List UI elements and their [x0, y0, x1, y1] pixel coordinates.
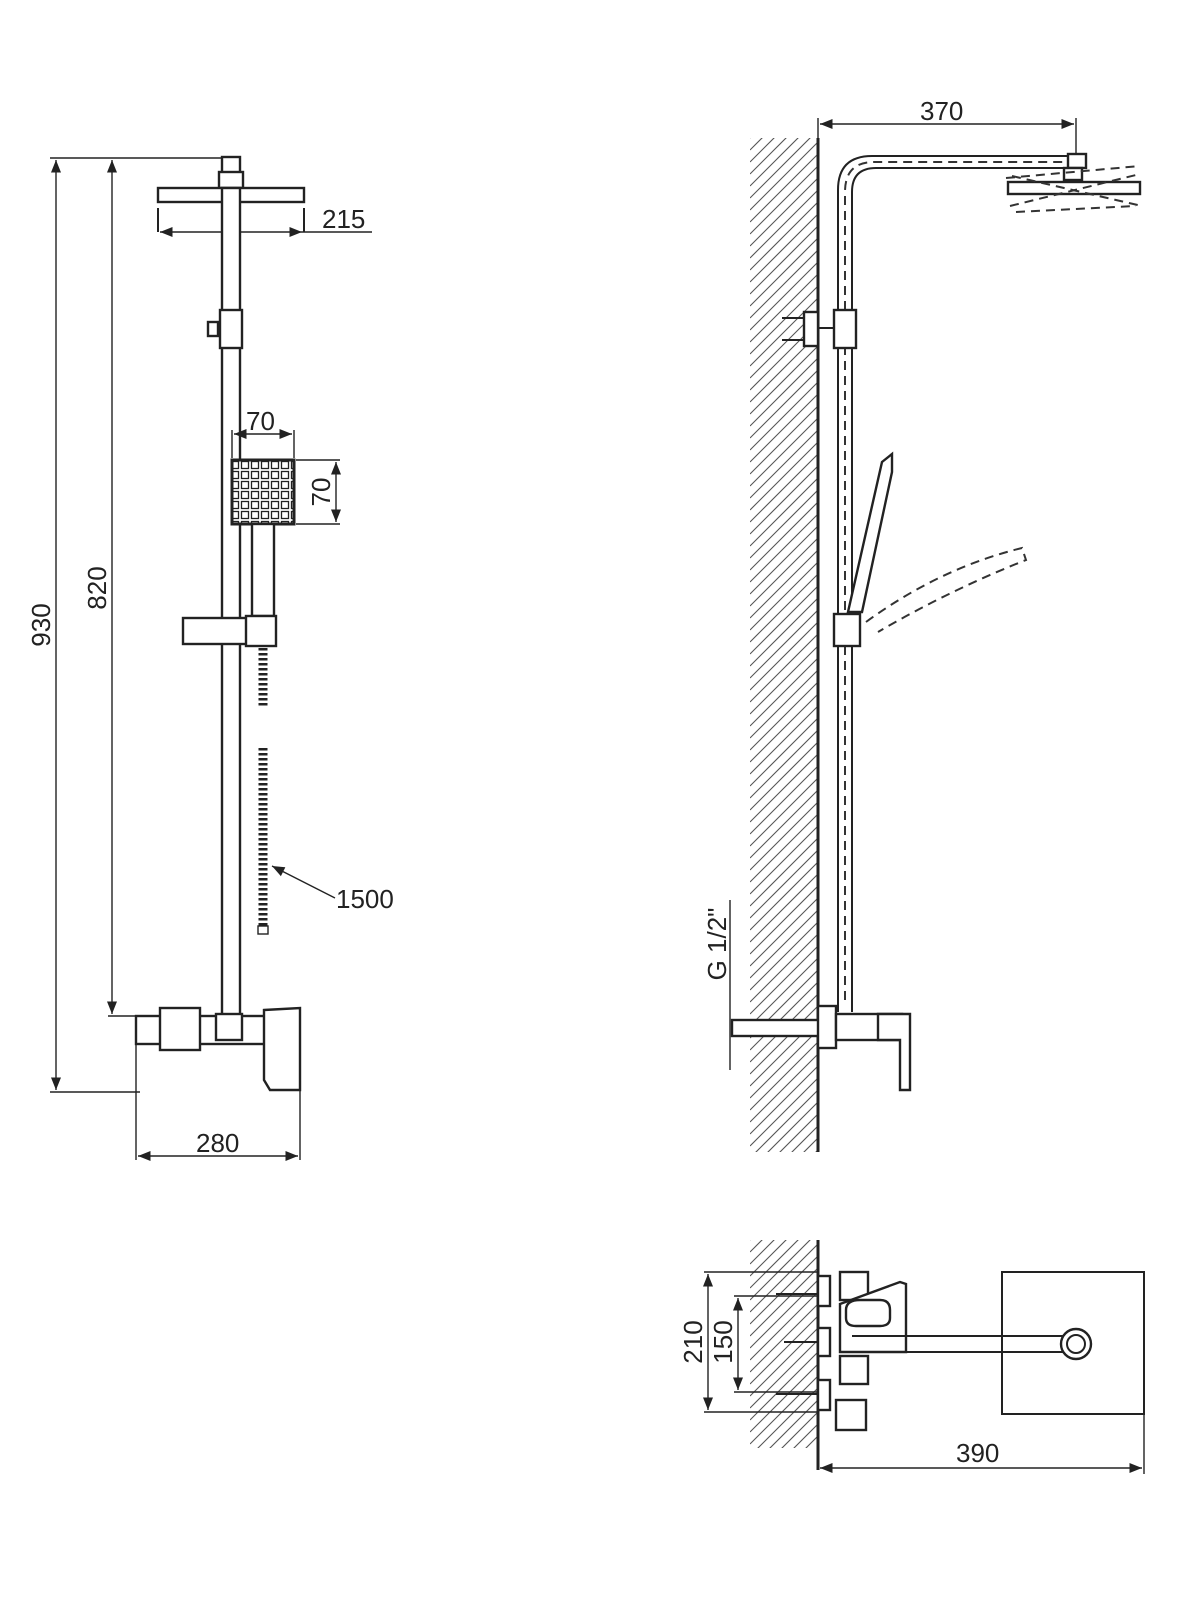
- dimension-370-label: 370: [920, 96, 963, 126]
- front-mixer: [134, 1006, 302, 1092]
- dimension-820-label: 820: [82, 566, 112, 609]
- dimension-70-width: 70: [231, 406, 295, 458]
- side-overhead-shower: [1005, 165, 1143, 213]
- dimension-820: 820: [82, 160, 140, 1017]
- dimension-1500-label: 1500: [336, 884, 394, 914]
- dimension-70-height-label: 70: [306, 478, 336, 507]
- side-wall-hatching: [750, 138, 817, 1152]
- dimension-280: 280: [135, 1044, 301, 1162]
- top-wall-hatching: [750, 1240, 817, 1448]
- dimension-390: 390: [820, 1414, 1145, 1474]
- front-hose: [257, 648, 269, 935]
- top-overhead-shower: [1001, 1271, 1145, 1415]
- side-hand-shower: [832, 451, 1028, 648]
- dimension-150-label: 150: [708, 1320, 738, 1363]
- dimension-280-label: 280: [196, 1128, 239, 1158]
- dimension-70-width-label: 70: [246, 406, 275, 436]
- dimension-210: 210: [678, 1271, 818, 1413]
- dimension-150: 150: [708, 1295, 818, 1393]
- side-riser-and-arm: [837, 152, 1088, 1012]
- dimension-210-label: 210: [678, 1320, 708, 1363]
- side-view: 370: [702, 96, 1143, 1152]
- top-shower-arm: [852, 1327, 1093, 1361]
- dimension-70-height: 70: [296, 459, 342, 525]
- dimension-930: 930: [26, 157, 230, 1093]
- front-view: 930 820 215: [26, 155, 394, 1162]
- dimension-1500: 1500: [271, 865, 394, 914]
- dimension-390-label: 390: [956, 1438, 999, 1468]
- dimension-215: 215: [160, 204, 372, 238]
- dimension-930-label: 930: [26, 603, 56, 646]
- inlet-thread-label: G 1/2": [702, 908, 732, 981]
- dimension-370: 370: [817, 96, 1077, 160]
- top-mixer: [776, 1270, 908, 1432]
- front-slider-holder: [181, 614, 278, 648]
- top-view: 210 150: [678, 1240, 1145, 1474]
- side-mixer: [816, 1004, 912, 1092]
- dimension-215-label: 215: [322, 204, 365, 234]
- front-hand-shower: [230, 458, 296, 618]
- side-wall-bracket: [782, 308, 858, 350]
- front-height-adjuster: [206, 308, 244, 350]
